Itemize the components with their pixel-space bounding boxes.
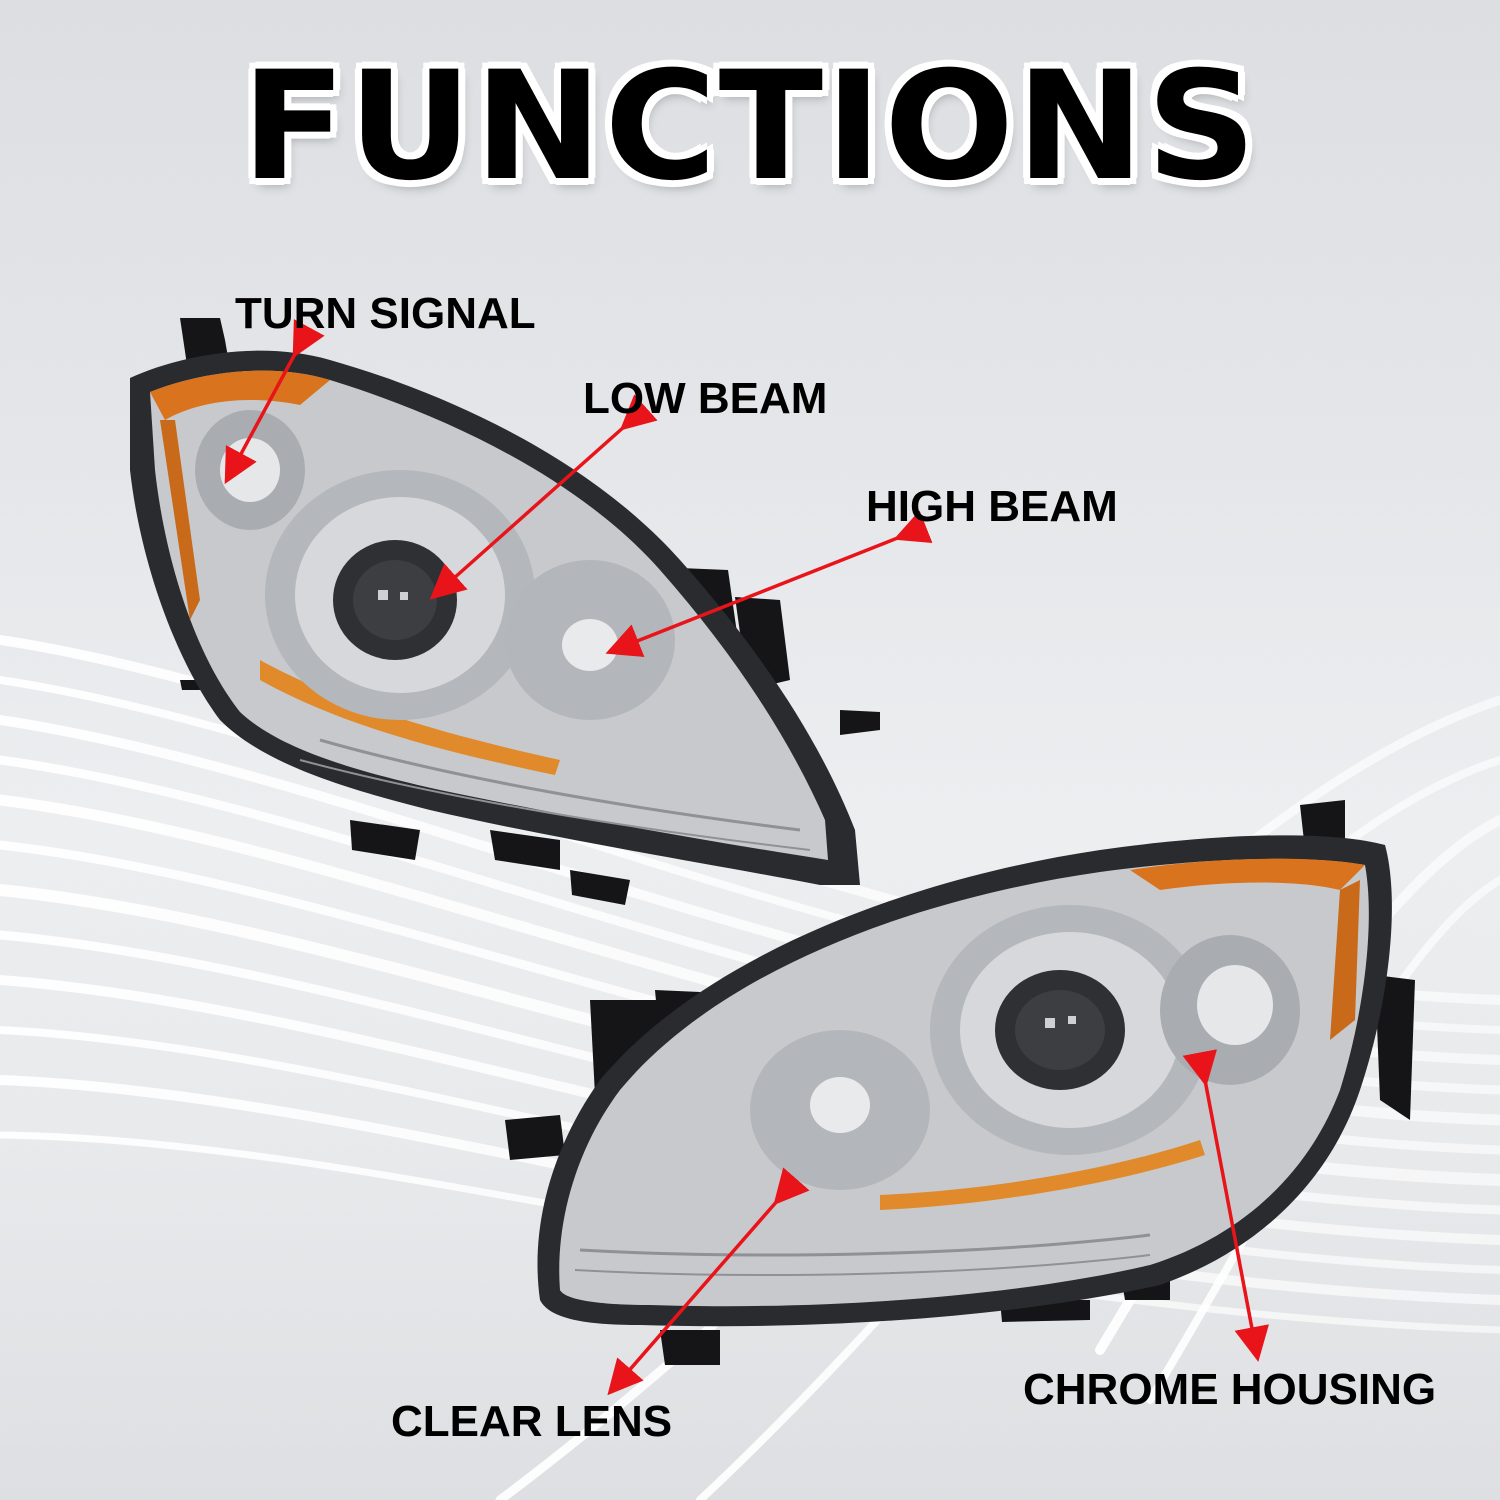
chrome-housing-arrow [1182, 1049, 1269, 1362]
label-low-beam: LOW BEAM [583, 374, 828, 423]
turn-signal-arrow [224, 319, 325, 485]
high-beam-arrow [605, 510, 933, 657]
label-turn-signal: TURN SIGNAL [235, 289, 536, 338]
label-high-beam: HIGH BEAM [866, 482, 1118, 531]
page-title: FUNCTIONS [241, 40, 1259, 214]
label-clear-lens: CLEAR LENS [391, 1397, 673, 1446]
low-beam-arrow [429, 394, 658, 600]
clear-lens-arrow [607, 1167, 810, 1396]
label-chrome-housing: CHROME HOUSING [1023, 1365, 1437, 1414]
